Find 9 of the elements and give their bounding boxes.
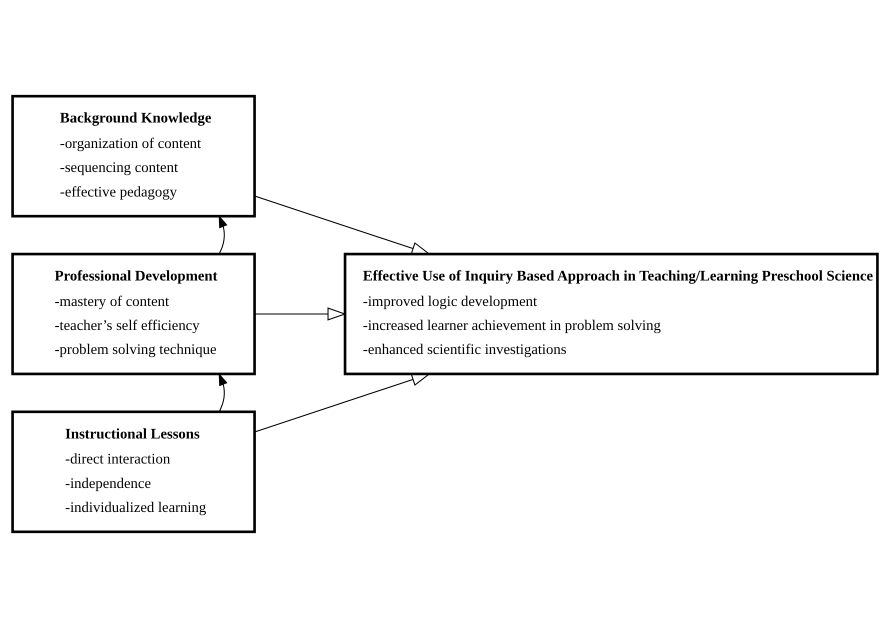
arrow: [218, 214, 228, 254]
node-box: Background Knowledge -organization of content -sequencing content -effective pedagogy: [11, 94, 256, 217]
node-box: Professional Development -mastery of content -teacher’s self efficiency -problem solving technique: [11, 252, 256, 375]
arrow: [254, 195, 431, 254]
node-box: Effective Use of Inquiry Based Approach in Teaching/Learning Preschool Science -improved logic development -increased learner achievement in problem solving -enhanced scientific investigations: [344, 252, 879, 375]
arrow: [218, 372, 228, 412]
arrow: [254, 306, 346, 320]
node-box: Instructional Lessons -direct interaction -independence -individualized learning: [11, 410, 256, 533]
arrow: [254, 372, 431, 432]
